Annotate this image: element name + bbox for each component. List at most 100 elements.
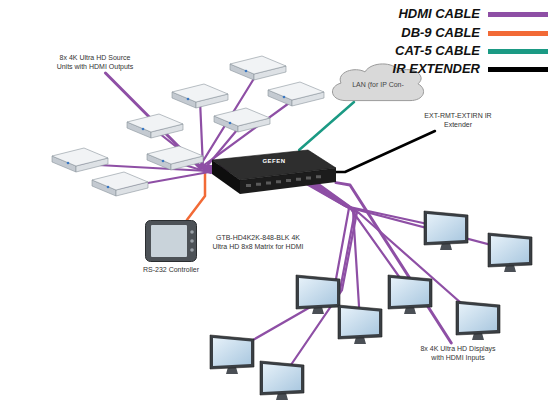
display-screen [391, 278, 429, 306]
node-text: 8x 4K Ultra HD Displays with HDMI Inputs [420, 345, 496, 362]
hdmi-port [276, 180, 281, 183]
display-screen [427, 214, 465, 242]
node-text: GTB-HD4K2K-848-BLK 4K Ultra HD 8x8 Matri… [210, 234, 306, 251]
hdmi-port [266, 182, 271, 185]
hdmi-cables [232, 178, 510, 378]
display-screen [341, 308, 379, 336]
matrix-top [212, 150, 336, 180]
legend-row: CAT-5 CABLE [300, 43, 480, 58]
display-screen [459, 304, 497, 332]
unit-top [147, 146, 203, 164]
display [456, 301, 500, 340]
text-holder: 8x 4K Ultra HD Source Units with HDMI Ou… [52, 52, 138, 73]
unit-led [162, 160, 165, 163]
display-frame [456, 301, 500, 335]
display-screen [299, 278, 337, 306]
display [210, 335, 254, 374]
hdmi-port [286, 179, 291, 182]
legend-swatch [488, 49, 548, 54]
unit-top [52, 148, 108, 166]
controller-button [190, 230, 194, 234]
text-holder: GTB-HD4K2K-848-BLK 4K Ultra HD 8x8 Matri… [210, 234, 306, 251]
text-holder: 8x 4K Ultra HD Displays with HDMI Inputs [418, 343, 498, 364]
display-screen [263, 364, 301, 392]
label-holder: GEFEN [252, 158, 296, 164]
source-unit [172, 84, 228, 108]
group-label: 8x 4K Ultra HD Source Units with HDMI Ou… [52, 52, 138, 73]
brand-logo: GEFEN [252, 158, 296, 164]
ir-extender-label: EXT-RMT-EXTIRN IR Extender [420, 110, 496, 131]
unit-led [187, 98, 190, 101]
hdmi-cable [298, 178, 510, 250]
display [388, 275, 432, 314]
unit-top [172, 84, 228, 102]
controller-button [190, 239, 194, 243]
hdmi-port [296, 178, 301, 181]
legend-row: IR EXTENDER [300, 61, 480, 76]
legend-text: DB-9 CABLE [300, 25, 480, 40]
hdmi-port [246, 184, 251, 187]
hdmi-port [316, 175, 321, 178]
display [424, 211, 468, 250]
display-screen [213, 338, 251, 366]
hdmi-port [256, 183, 261, 186]
legend-row: HDMI CABLE [300, 6, 480, 21]
unit-led [229, 122, 232, 125]
display-frame [488, 233, 532, 267]
controller-screen [151, 225, 187, 257]
display-screen [491, 236, 529, 264]
unit-led [245, 70, 248, 73]
cable-connector [336, 131, 435, 172]
displays [210, 211, 532, 400]
unit-top [214, 108, 270, 126]
node-text: LAN (for IP Con- [330, 81, 426, 90]
display-frame [338, 305, 382, 339]
legend-text: HDMI CABLE [300, 6, 480, 21]
unit-led [107, 186, 110, 189]
display [296, 275, 340, 314]
legend-text: IR EXTENDER [300, 61, 480, 76]
display-frame [210, 335, 254, 369]
hdmi-port [306, 177, 311, 180]
legend-row: DB-9 CABLE [300, 25, 480, 40]
source-unit [127, 114, 183, 138]
source-unit [214, 108, 270, 132]
node-text: RS-232 Controller [133, 266, 209, 275]
text-holder: RS-232 Controller [133, 266, 209, 275]
display [488, 233, 532, 272]
hdmi-cable [300, 178, 349, 292]
matrix-switch: GTB-HD4K2K-848-BLK 4K Ultra HD 8x8 Matri… [212, 150, 336, 194]
hdmi-cable [282, 178, 357, 378]
source-unit [147, 146, 203, 170]
legend-swatch [488, 67, 548, 72]
unit-top [230, 56, 286, 74]
display-frame [260, 361, 304, 395]
cable-connector [299, 102, 354, 150]
cable-connector [336, 183, 451, 343]
text-holder: EXT-RMT-EXTIRN IR Extender [420, 110, 496, 131]
unit-led [283, 96, 286, 99]
legend-text: CAT-5 CABLE [300, 43, 480, 58]
display-frame [424, 211, 468, 245]
source-unit [52, 148, 108, 172]
display [338, 305, 382, 344]
unit-top [127, 114, 183, 132]
unit-led [67, 162, 70, 165]
source-unit [230, 56, 286, 80]
unit-led [142, 128, 145, 131]
display-frame [296, 275, 340, 309]
source-unit [92, 172, 148, 196]
rs232-controller-shape [145, 220, 197, 262]
unit-top [92, 172, 148, 190]
source-unit [268, 82, 324, 106]
legend-swatch [488, 31, 548, 36]
display [260, 361, 304, 400]
node-text: EXT-RMT-EXTIRN IR Extender [422, 112, 494, 129]
legend-swatch [488, 12, 548, 17]
display-frame [388, 275, 432, 309]
group-label: 8x 4K Ultra HD Displays with HDMI Inputs [418, 343, 498, 364]
rs232-controller: RS-232 Controller [145, 220, 197, 262]
unit-top [268, 82, 324, 100]
controller-button [190, 248, 194, 252]
